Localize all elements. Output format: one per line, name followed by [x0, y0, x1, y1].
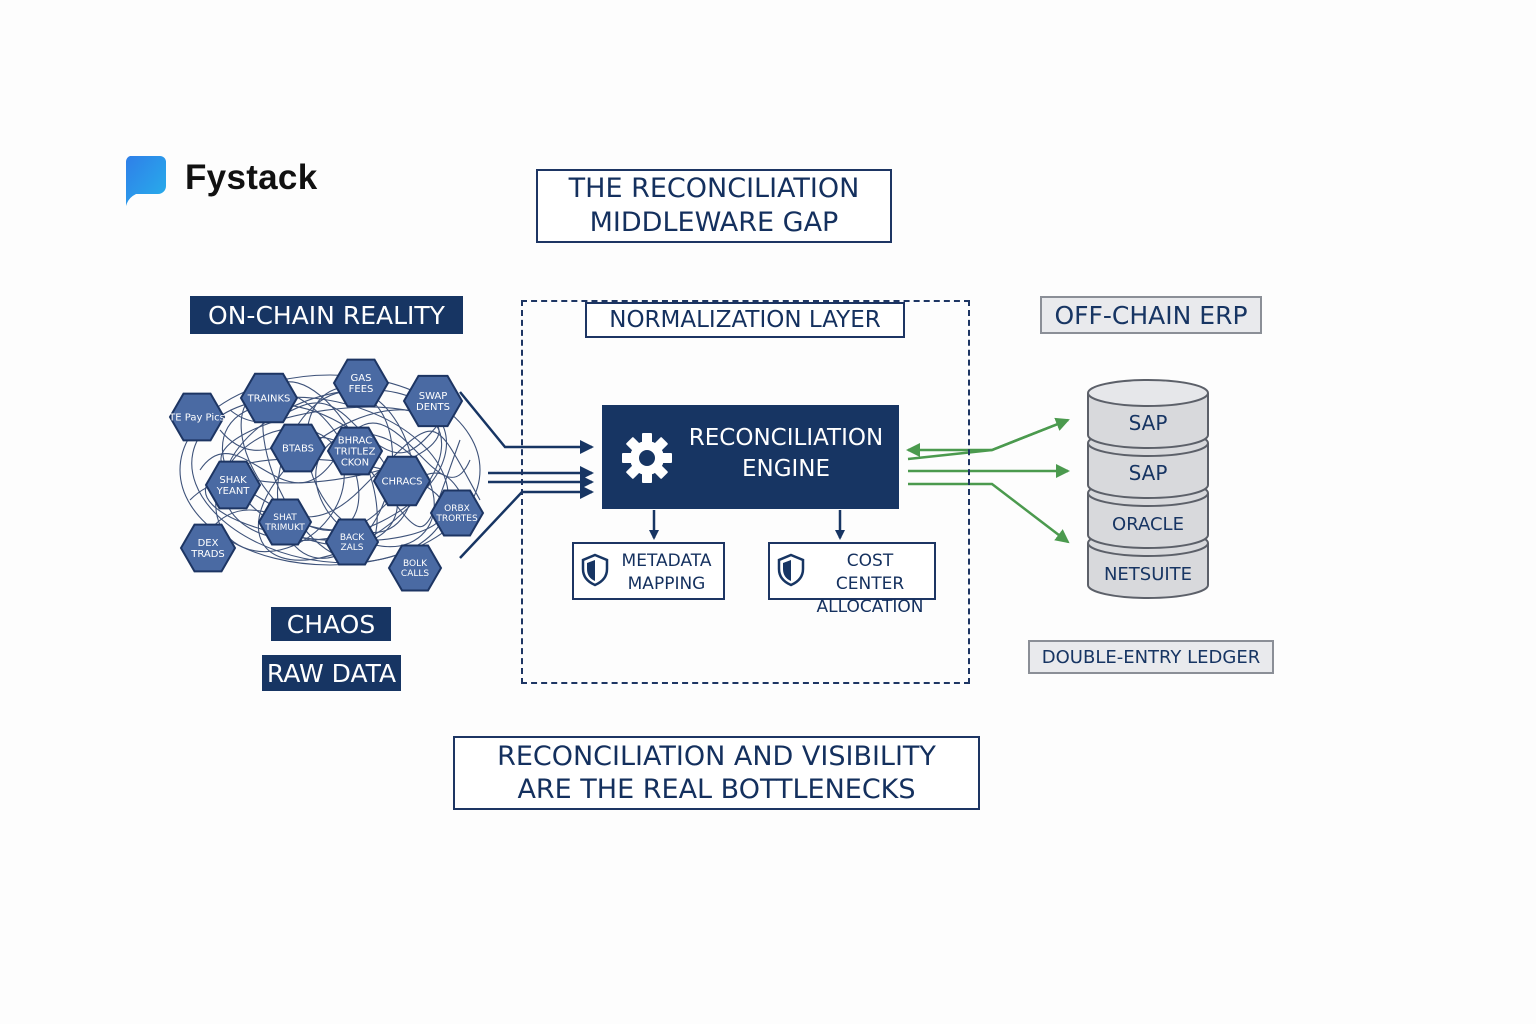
shield-icon	[777, 553, 805, 587]
fystack-logo-icon	[125, 156, 166, 206]
chaos-label: CHAOS	[271, 607, 391, 641]
hex-node	[179, 523, 237, 573]
hex-label: TE Pay Pics	[168, 412, 225, 423]
database-segment	[1087, 493, 1209, 549]
gear-icon	[622, 433, 672, 483]
hex-node	[239, 372, 299, 424]
reconciliation-engine: RECONCILIATION ENGINE	[602, 405, 899, 509]
metadata-mapping-box: METADATA MAPPING	[572, 542, 725, 600]
hex-node	[324, 518, 380, 566]
erp-system-label: SAP	[1129, 461, 1168, 485]
database-segment	[1087, 393, 1209, 449]
database-segment	[1087, 443, 1209, 499]
erp-database-stack: NETSUITE ORACLE SAP SAP	[1087, 379, 1209, 599]
hex-node	[387, 544, 443, 592]
erp-system-label: ORACLE	[1112, 514, 1184, 535]
on-chain-heading: ON-CHAIN REALITY	[190, 296, 463, 334]
hex-node	[257, 498, 313, 546]
cost-center-label: COST CENTER ALLOCATION	[816, 551, 924, 617]
diagram-title: THE RECONCILIATION MIDDLEWARE GAP	[536, 169, 892, 243]
shield-icon	[581, 553, 609, 587]
normalization-layer-frame	[521, 300, 970, 684]
raw-data-label: RAW DATA	[262, 655, 401, 691]
cost-center-box: COST CENTER ALLOCATION	[768, 542, 936, 617]
erp-system-label: SAP	[1129, 411, 1168, 435]
database-segment	[1087, 543, 1209, 599]
erp-system-label: NETSUITE	[1104, 564, 1192, 585]
hex-node	[168, 392, 226, 442]
double-entry-ledger-label: DOUBLE-ENTRY LEDGER	[1028, 640, 1274, 674]
database-cap	[1087, 379, 1209, 407]
metadata-label: METADATA MAPPING	[621, 551, 712, 594]
hex-label: CHRACS	[381, 476, 422, 487]
brand-name: Fystack	[185, 158, 318, 197]
normalization-layer-label: NORMALIZATION LAYER	[585, 302, 905, 338]
engine-label: RECONCILIATION ENGINE	[688, 425, 884, 482]
hex-label: BTABS	[282, 443, 314, 454]
hex-node	[372, 455, 432, 507]
bottleneck-statement: RECONCILIATION AND VISIBILITY ARE THE RE…	[453, 736, 980, 810]
hex-label: TRAINKS	[247, 393, 291, 404]
hex-node	[332, 358, 390, 408]
hex-node	[204, 460, 262, 510]
off-chain-heading: OFF-CHAIN ERP	[1040, 296, 1262, 334]
hex-node	[326, 426, 384, 476]
hex-node	[269, 423, 327, 473]
hex-node	[402, 374, 464, 428]
